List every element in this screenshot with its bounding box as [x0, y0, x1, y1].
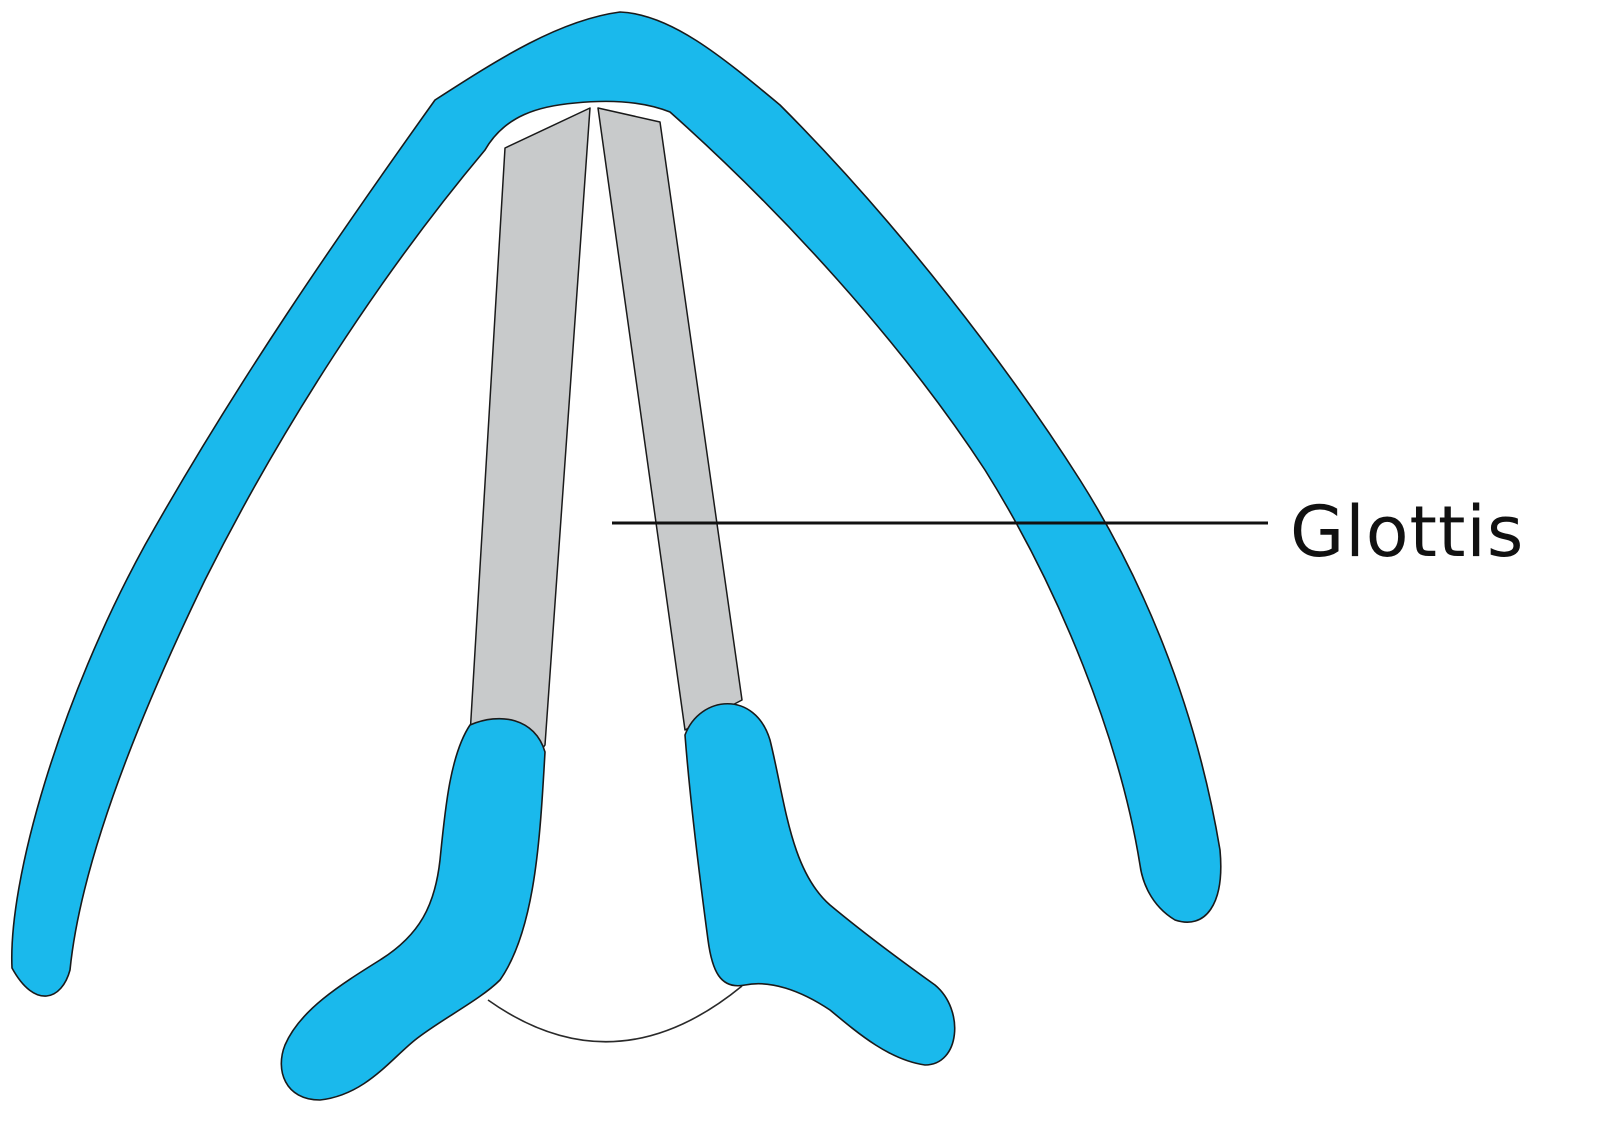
- left-arytenoid-cartilage: [281, 719, 545, 1100]
- right-vocal-fold: [598, 108, 742, 730]
- posterior-glottis-arc: [488, 986, 742, 1042]
- glottis-label: Glottis: [1290, 491, 1524, 573]
- left-vocal-fold: [470, 108, 590, 752]
- right-arytenoid-cartilage: [685, 704, 955, 1065]
